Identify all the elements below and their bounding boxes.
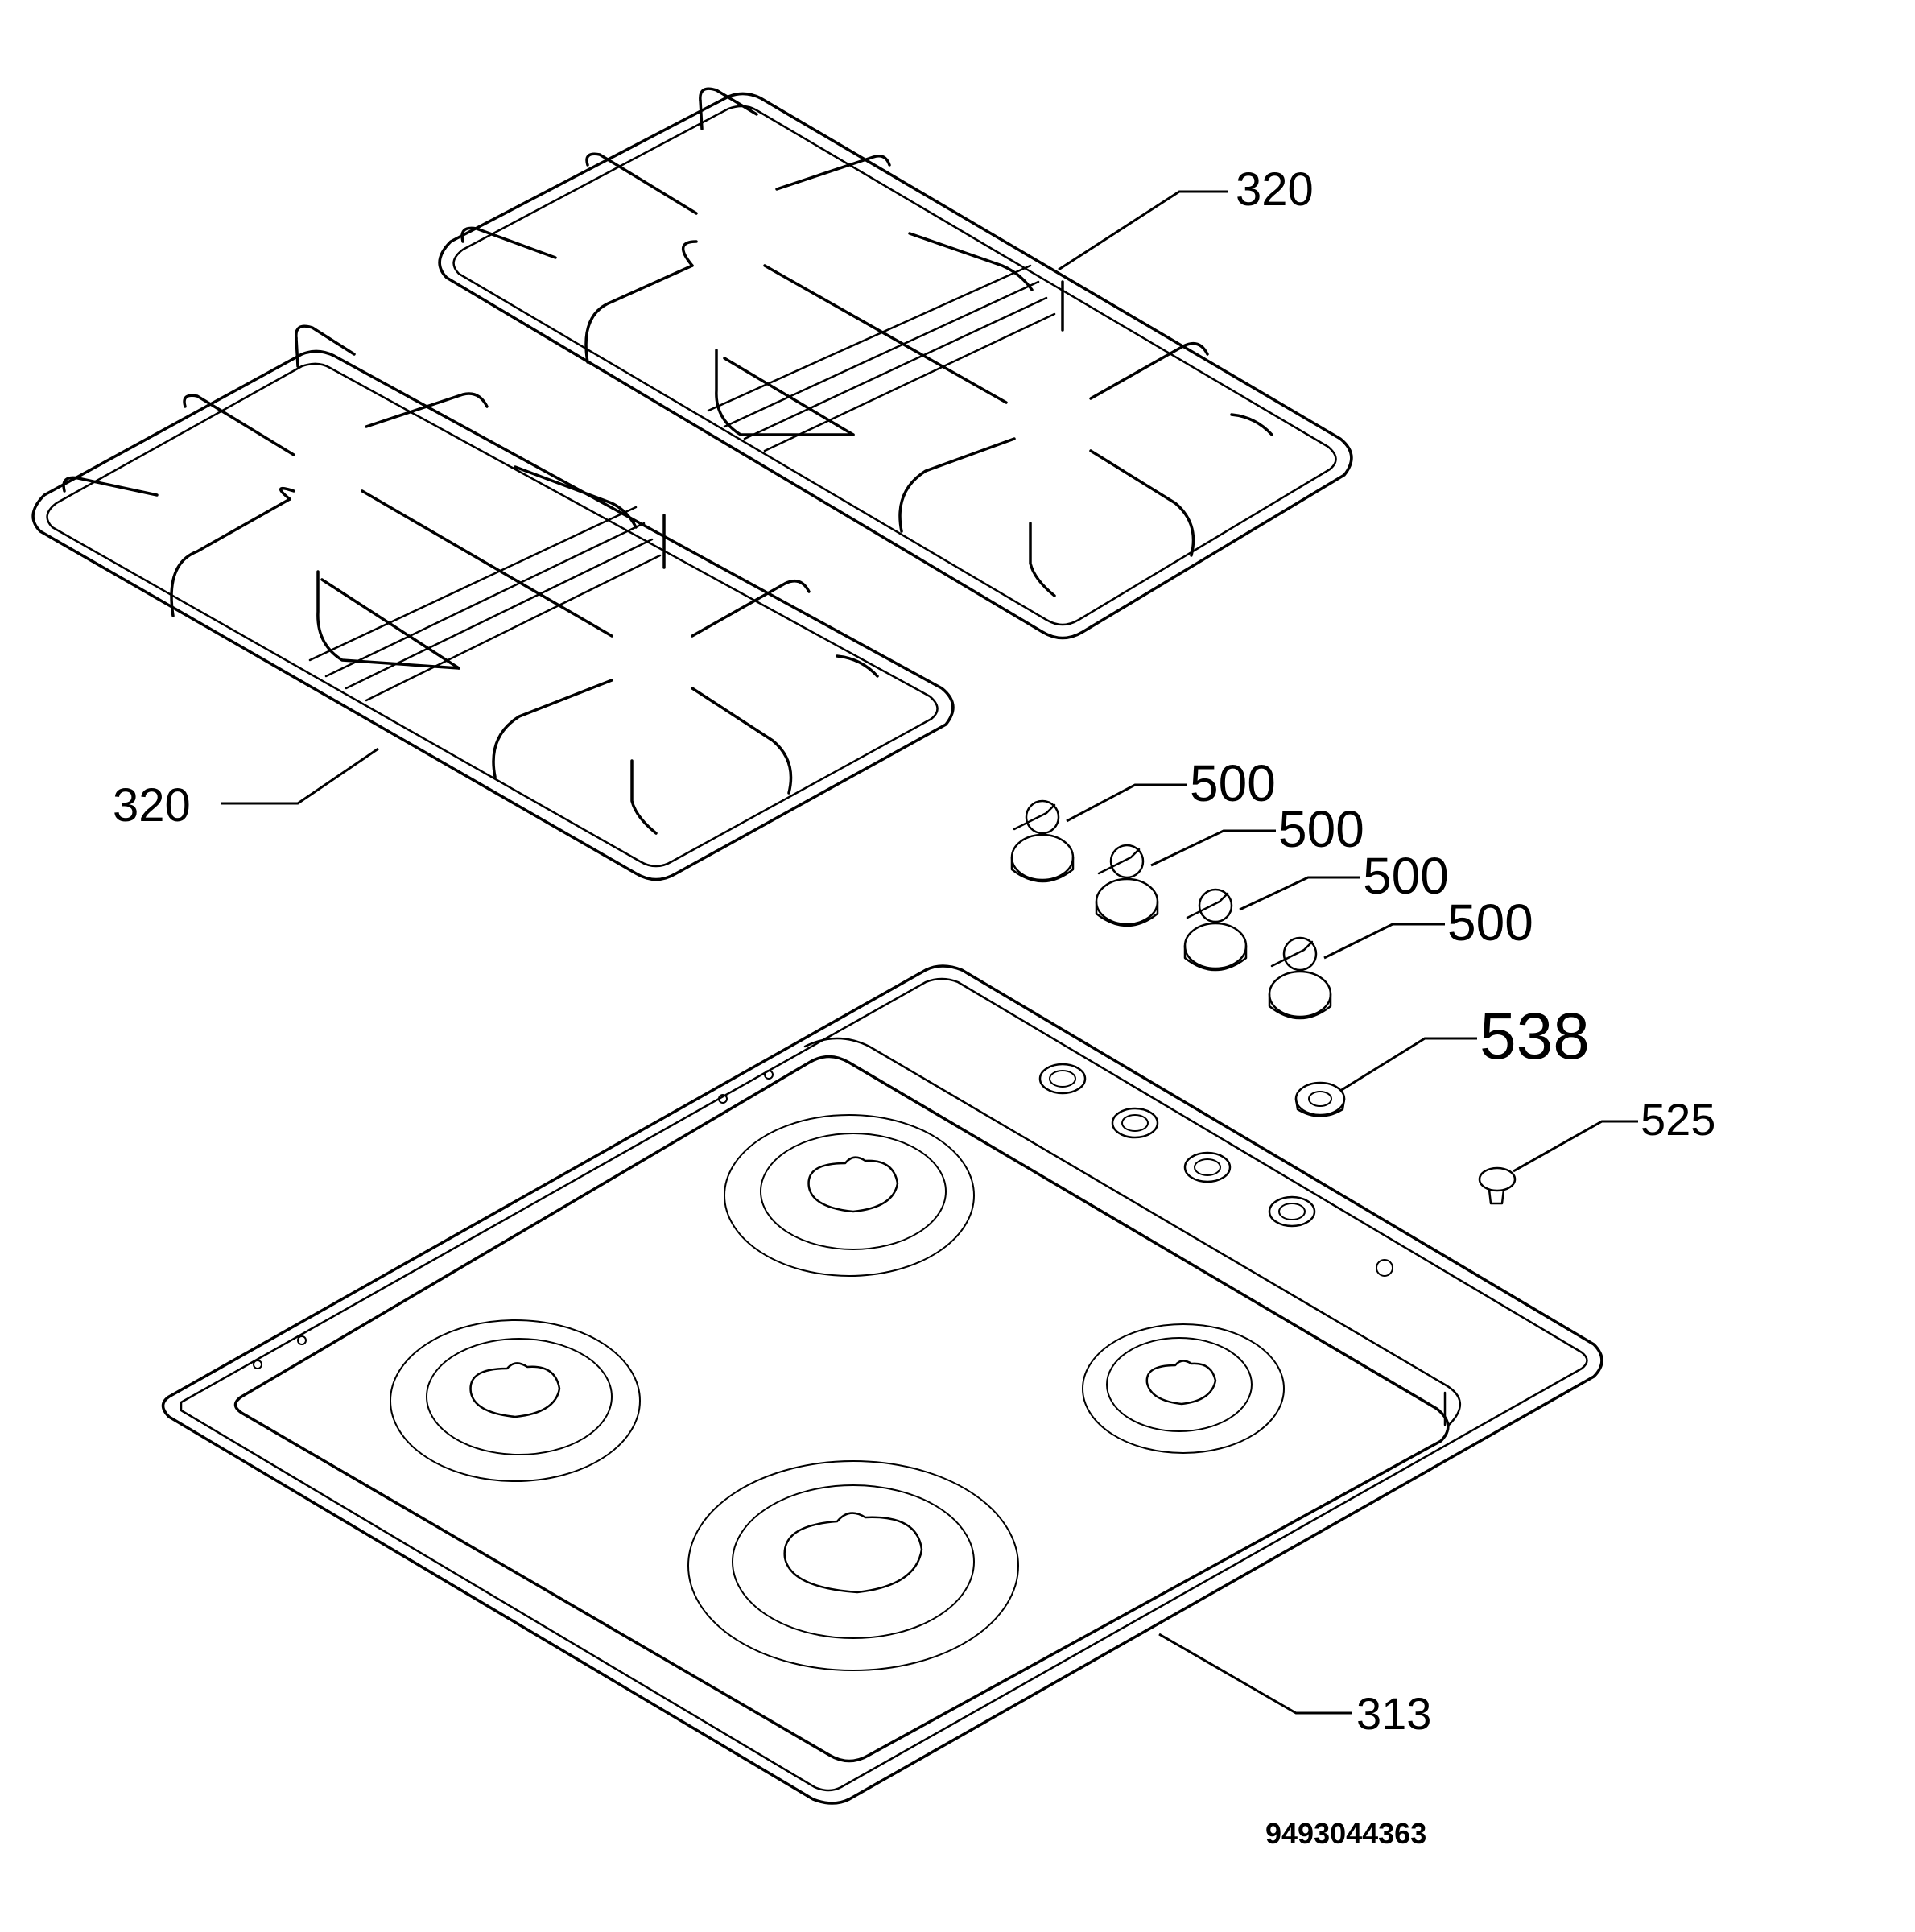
pan-support-grate-lower [31, 324, 955, 881]
pan-support-grate-upper [438, 87, 1353, 640]
label-538: 538 [1480, 1000, 1590, 1073]
part-525-screw [1478, 1166, 1517, 1205]
part-538-bezel [1294, 1081, 1346, 1117]
control-knob-2 [1095, 844, 1159, 927]
label-525: 525 [1641, 1094, 1715, 1145]
leader-500-3 [1239, 876, 1360, 911]
leader-500-2 [1150, 829, 1276, 867]
control-knob-1 [1010, 799, 1075, 883]
label-500-1: 500 [1190, 754, 1276, 812]
leader-313 [1158, 1633, 1352, 1715]
label-313: 313 [1356, 1688, 1431, 1739]
leader-320-lower [221, 747, 379, 805]
control-knob-3 [1183, 888, 1248, 972]
label-500-2: 500 [1278, 800, 1364, 858]
label-320-upper: 320 [1236, 163, 1314, 216]
document-number: 9493044363 [1265, 1817, 1426, 1850]
hob-top-plate [161, 964, 1603, 1805]
leader-500-1 [1066, 783, 1187, 823]
control-knob-4 [1268, 936, 1332, 1020]
leader-320-upper [1058, 190, 1228, 271]
label-500-3: 500 [1363, 847, 1449, 905]
leader-525 [1513, 1120, 1638, 1173]
label-500-4: 500 [1447, 894, 1533, 952]
leader-538 [1339, 1037, 1477, 1092]
leader-500-4 [1323, 923, 1445, 960]
label-320-lower: 320 [113, 779, 191, 832]
